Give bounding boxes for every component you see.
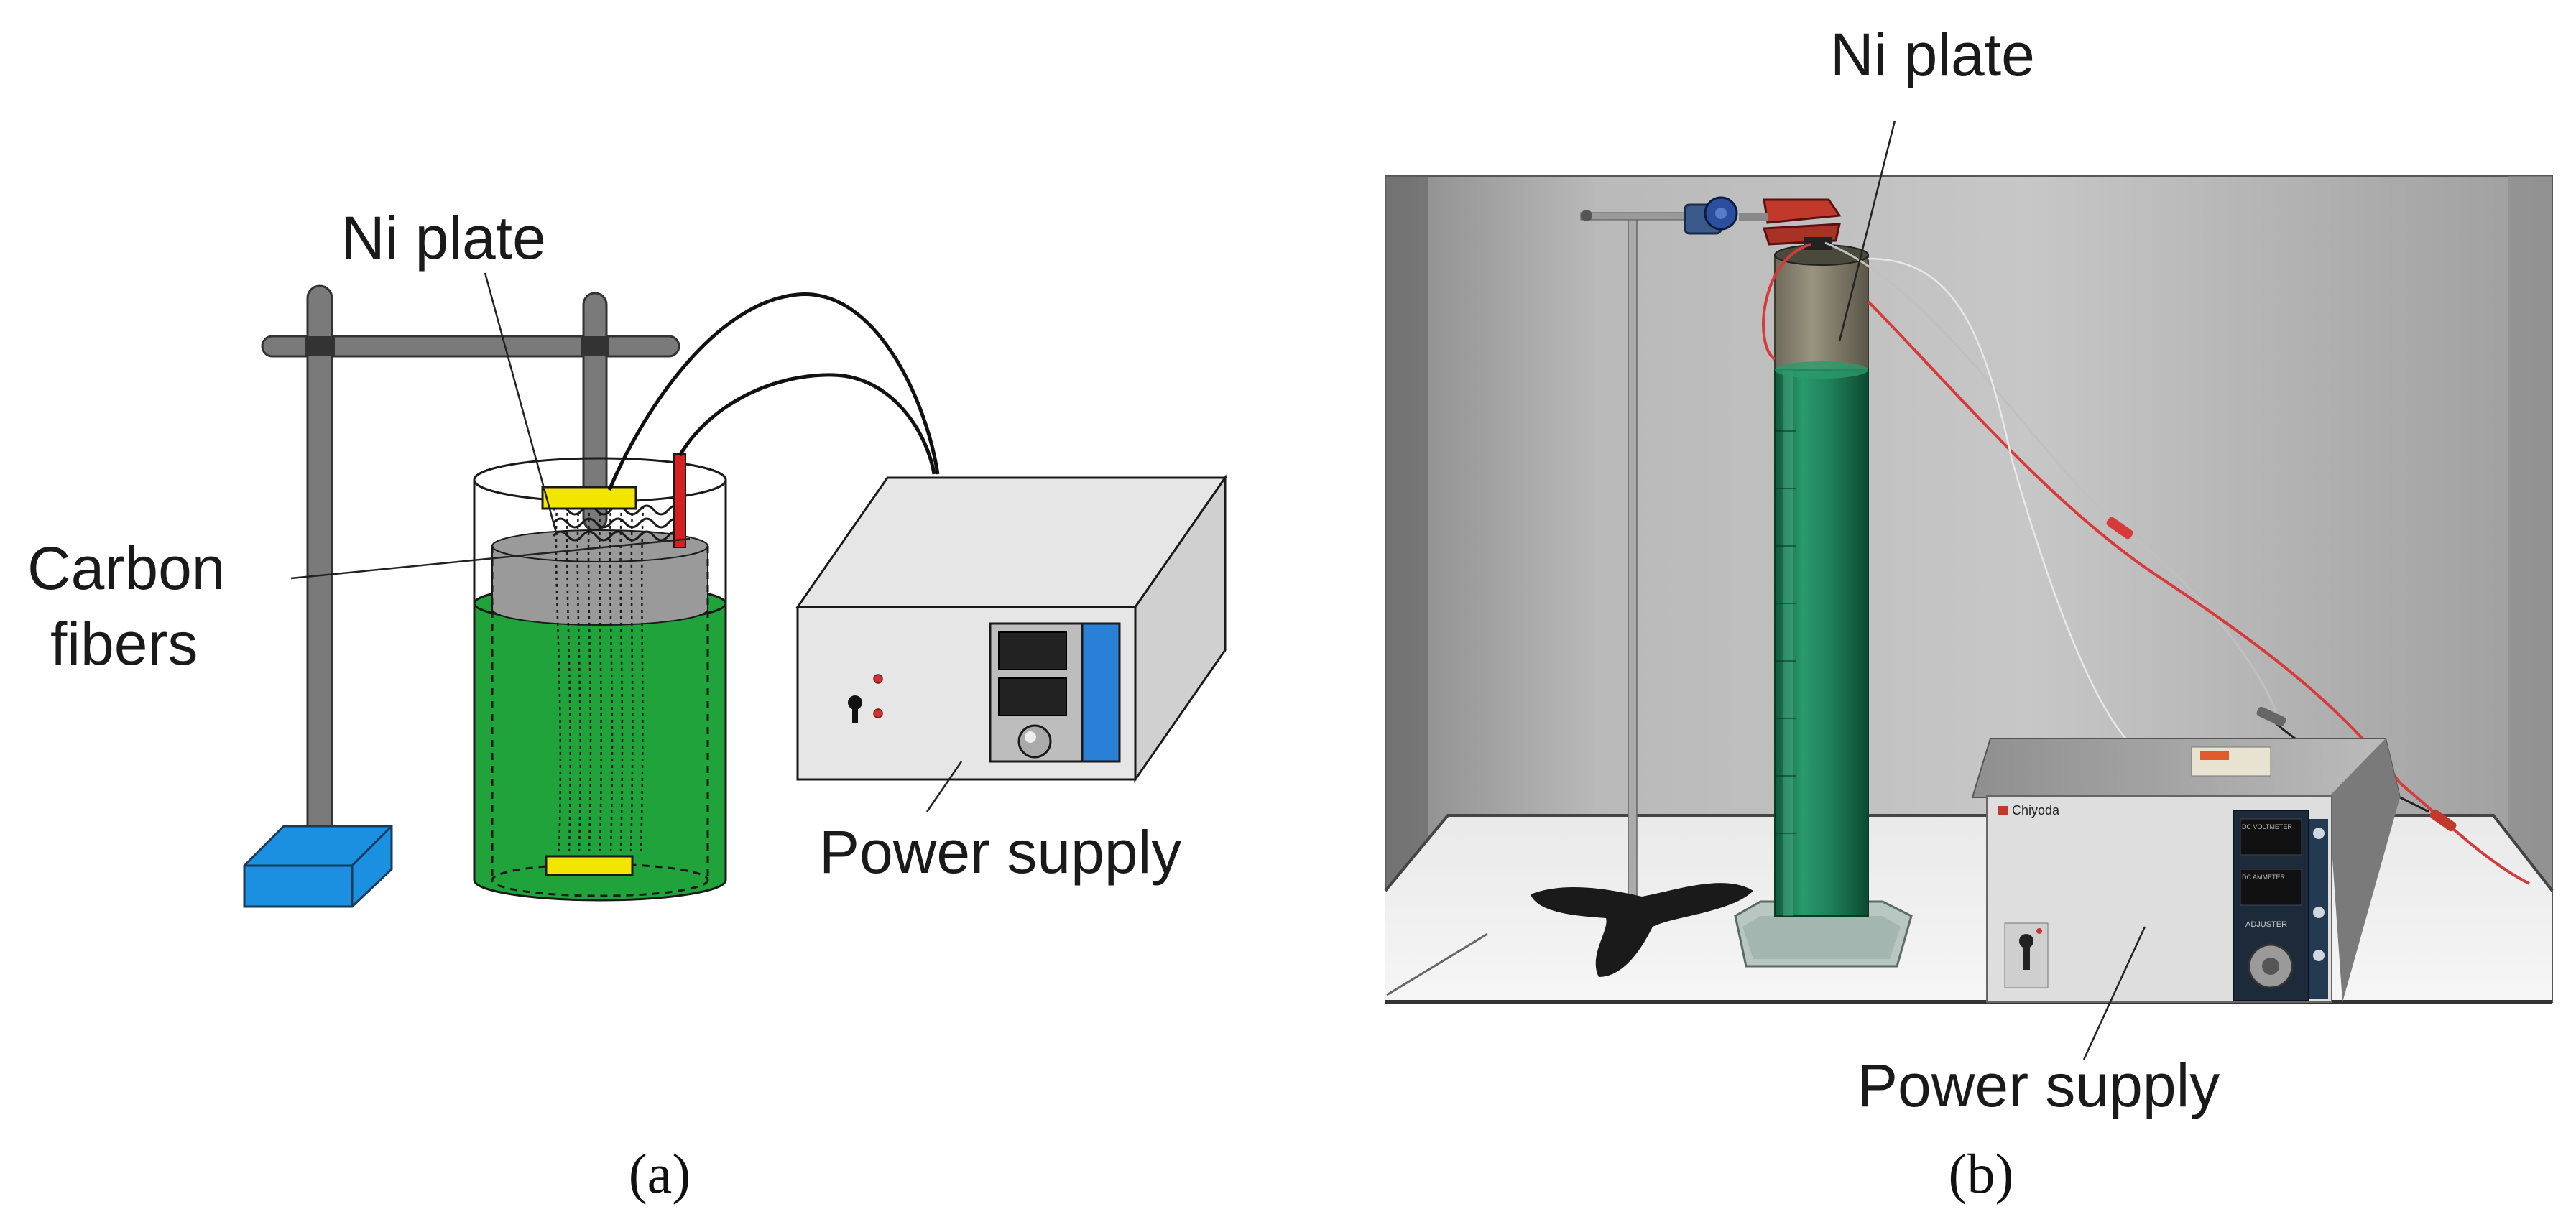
label-ni-plate-b: Ni plate: [1830, 21, 2035, 88]
photo-power-supply: Chiyoda DC VOLTMETER DC AMMETER V A ADJU…: [1971, 738, 2401, 1003]
label-power-supply-a: Power supply: [819, 818, 1181, 886]
photo-psu-brand: Chiyoda: [2012, 803, 2060, 818]
label-power-supply-b: Power supply: [1857, 1052, 2220, 1119]
panel-b-photo: Chiyoda DC VOLTMETER DC AMMETER V A ADJU…: [1384, 21, 2554, 1205]
photo-graduated-cylinder: [1734, 237, 1913, 968]
counter-electrode: [673, 453, 686, 548]
wires: [607, 292, 940, 491]
ring-stand: [243, 284, 680, 908]
label-ni-plate-a: Ni plate: [341, 204, 546, 272]
label-carbon-fibers-line2: fibers: [50, 610, 198, 677]
label-carbon-fibers-line1: Carbon: [27, 534, 226, 602]
caption-b: (b): [1949, 1142, 2014, 1205]
photo-ring-stand: [1531, 196, 1842, 977]
leader-lines-a: [290, 272, 963, 812]
caption-a: (a): [629, 1142, 691, 1205]
panel-a-schematic: Ni plate Carbon fibers Power supply (a): [27, 204, 1227, 1205]
ni-plate-bottom: [545, 855, 634, 876]
beaker: [473, 453, 727, 902]
photo-psu-ammeter: DC AMMETER: [2242, 874, 2286, 881]
psu-display-top: [998, 631, 1067, 670]
psu-knob: [1017, 724, 1052, 759]
ni-plate-top: [541, 486, 637, 510]
carbon-fiber-strands: [555, 506, 645, 852]
photo-psu-adjuster: ADJUSTER: [2245, 920, 2287, 929]
photo-psu-voltmeter: DC VOLTMETER: [2242, 823, 2292, 830]
photo-stand-base: [1531, 883, 1753, 977]
electrolyte: [473, 602, 727, 902]
psu-accent-strip: [1081, 622, 1121, 763]
psu-display-bottom: [998, 677, 1067, 716]
power-supply-box: [795, 474, 1227, 783]
leader-lines-b: [1838, 120, 2146, 1060]
